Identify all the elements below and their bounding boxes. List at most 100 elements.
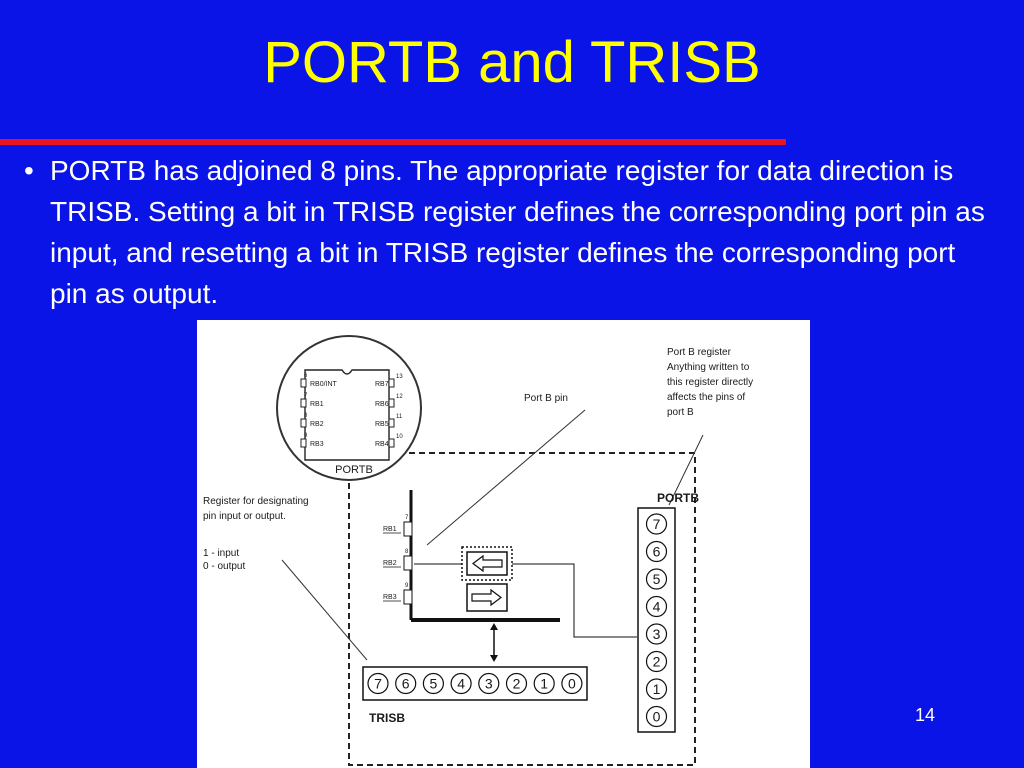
pin-number: 8 [405,549,409,555]
page-number: 14 [914,705,936,725]
trisb-bit-label: 0 [568,676,576,692]
port-b-register-callout-line [668,434,704,506]
arrow-right-icon [471,588,502,607]
chip-pin [300,378,307,388]
port-b-register-note-line: Port B register [667,347,732,358]
portb-bit-circle [645,623,668,645]
chip-pin-name: RB0/INT [310,381,338,388]
portb-bit-circle [645,513,668,535]
chip-pin-name: RB6 [375,401,389,408]
arrow-down-icon [490,655,498,662]
trisb-bit-circle [478,672,500,695]
chip-pin-number: 11 [396,414,403,420]
pin-name: RB2 [383,560,397,567]
chip-pin-name: RB3 [310,441,324,448]
bullet-item: • PORTB has adjoined 8 pins. The appropr… [24,150,994,314]
portb-bit-label: 0 [653,709,661,725]
chip-pin [300,398,307,408]
pin-name: RB3 [383,594,397,601]
chip-pin [388,398,395,408]
portb-bit-label: 5 [653,571,661,587]
pin-stub [403,555,413,571]
port-b-register-note-line: port B [667,407,694,418]
portb-bit-circle [645,540,668,563]
chip-pin-number: 12 [396,394,403,400]
portb-bit-circle [645,705,668,728]
chip-pin-number: 8 [304,413,308,419]
chip-label: PORTB [335,464,373,476]
portb-bit-circle [645,568,668,590]
chip-pin [388,438,395,448]
trisb-bit-label: 5 [430,676,438,692]
portb-bit-label: 3 [653,626,661,642]
chip-pin-number: 7 [304,393,308,399]
trisb-bit-circle [533,672,555,695]
trisb-note: Register for designating pin input or out… [203,496,309,522]
trisb-bit-circle [505,672,528,695]
trisb-bit-label: 4 [457,676,465,692]
trisb-bit-circle [367,672,389,695]
trisb-bit-label: 7 [374,676,382,692]
legend-line: 0 - output [203,561,245,572]
trisb-bit-circle [561,672,583,695]
chip-pin-name: RB1 [310,401,324,408]
port-b-pin-label: Port B pin [524,393,568,404]
chip-pin-number: 9 [304,433,308,439]
port-b-register-note-line: affects the pins of [667,392,745,403]
portb-register-label: PORTB [657,491,699,505]
chip-pin [388,378,395,388]
portb-bit-circle [645,595,668,618]
portb-bit-label: 2 [653,654,661,670]
pin-stub [403,521,413,537]
arrow-up-icon [490,623,498,630]
chip-pin-number: 10 [396,434,403,440]
chip-pin-name: RB5 [375,421,389,428]
bullet-marker: • [24,155,34,186]
chip-pin [300,438,307,448]
trisb-bit-label: 1 [540,676,548,692]
trisb-bit-label: 3 [485,676,493,692]
trisb-bit-label: 2 [513,676,521,692]
trisb-bit-label: 6 [402,676,410,692]
input-output-legend: 1 - input 0 - output [203,548,245,572]
port-b-register-note-line: this register directly [667,377,753,388]
portb-bit-label: 1 [653,681,661,697]
chip-pin-name: RB2 [310,421,324,428]
chip-pin [388,418,395,428]
mcu-boundary [348,452,696,766]
trisb-note-line: pin input or output. [203,511,286,522]
portb-bit-label: 6 [653,544,661,560]
chip-pin-name: RB4 [375,441,389,448]
pin-name: RB1 [383,526,397,533]
trisb-bit-circle [395,672,417,695]
chip-body [304,369,390,461]
pin-number: 7 [405,515,409,521]
title-underline [0,139,786,145]
buffer-to-portb-wire [512,563,637,638]
legend-line: 1 - input [203,548,239,559]
chip-pin-number: 6 [304,373,308,379]
trisb-callout-line [281,559,368,661]
port-b-register-note-line: Anything written to [667,362,750,373]
arrow-left-icon [472,554,503,573]
trisb-note-line: Register for designating [203,496,309,507]
trisb-register-label: TRISB [369,711,405,725]
portb-bit-label: 4 [653,599,661,615]
trisb-bit-circle [422,672,444,695]
bullet-text: PORTB has adjoined 8 pins. The appropria… [50,155,985,309]
port-b-pin-callout-line [426,409,586,546]
chip-pin-name: RB7 [375,381,389,388]
portb-bit-label: 7 [653,516,661,532]
chip-pin [300,418,307,428]
slide-title: PORTB and TRISB [263,30,761,95]
pin-number: 9 [405,583,409,589]
portb-bit-circle [645,678,668,700]
trisb-bit-circle [450,672,472,695]
pin-stub [403,589,413,605]
portb-bit-circle [645,650,668,673]
